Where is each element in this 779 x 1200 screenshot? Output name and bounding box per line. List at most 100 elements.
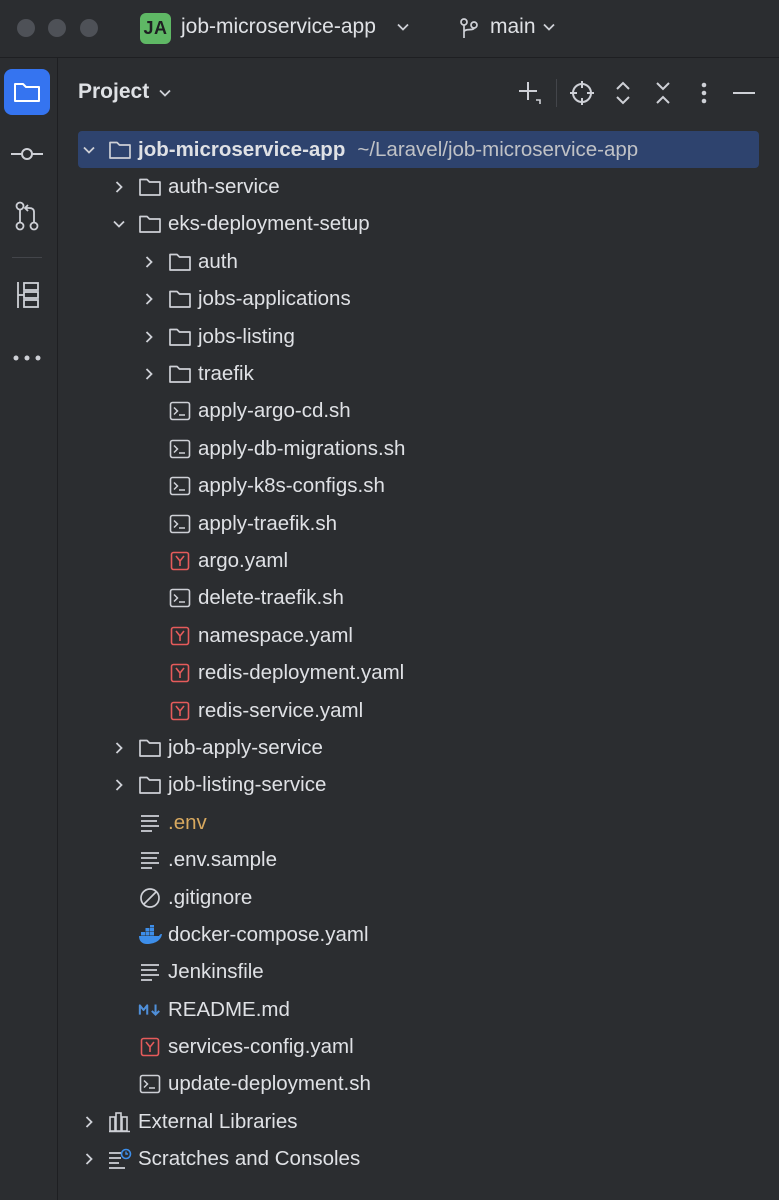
shell-script-icon: [168, 586, 192, 610]
tree-row[interactable]: namespace.yaml: [58, 617, 779, 654]
chevron-down-icon[interactable]: [78, 139, 100, 161]
tree-item-label: apply-k8s-configs.sh: [198, 474, 385, 498]
chevron-right-icon[interactable]: [108, 774, 130, 796]
chevron-down-icon[interactable]: [158, 86, 172, 100]
more-tool-windows-button[interactable]: [4, 335, 50, 381]
folder-icon: [138, 175, 162, 199]
tree-row[interactable]: README.md: [58, 991, 779, 1028]
folder-icon: [138, 736, 162, 760]
folder-icon: [14, 83, 40, 102]
project-badge[interactable]: JA: [140, 13, 171, 44]
tree-row[interactable]: jobs-applications: [58, 281, 779, 318]
project-tool-button[interactable]: [4, 69, 50, 115]
chevron-right-icon[interactable]: [108, 737, 130, 759]
tree-item-label: argo.yaml: [198, 548, 289, 572]
tree-row[interactable]: redis-deployment.yaml: [58, 654, 779, 691]
chevron-down-icon[interactable]: [396, 20, 410, 34]
external-libraries-icon: [108, 1110, 132, 1134]
shell-script-icon: [168, 399, 192, 423]
structure-icon: [17, 282, 39, 308]
folder-icon: [138, 773, 162, 797]
project-switcher[interactable]: job-microservice-app: [181, 15, 376, 38]
yaml-file-icon: [168, 549, 192, 573]
tree-item-label: .env.sample: [168, 848, 278, 872]
tree-row[interactable]: redis-service.yaml: [58, 692, 779, 729]
window-close-button[interactable]: [17, 19, 35, 37]
project-tree: job-microservice-app~/Laravel/job-micros…: [58, 131, 779, 1178]
chevron-down-icon[interactable]: [108, 213, 130, 235]
tree-item-label: job-apply-service: [168, 735, 323, 759]
tree-item-label: .env: [168, 810, 207, 834]
branch-switcher[interactable]: main: [490, 15, 536, 38]
tree-row[interactable]: .env: [58, 804, 779, 841]
tree-row[interactable]: services-config.yaml: [58, 1028, 779, 1065]
tree-row[interactable]: apply-traefik.sh: [58, 505, 779, 542]
tree-item-label: apply-traefik.sh: [198, 511, 338, 535]
shell-script-icon: [168, 474, 192, 498]
tree-item-label: eks-deployment-setup: [168, 212, 370, 236]
tree-row[interactable]: auth-service: [58, 168, 779, 205]
options-button[interactable]: [689, 78, 719, 108]
title-bar: JA job-microservice-app main: [0, 0, 779, 58]
tree-row[interactable]: job-listing-service: [58, 767, 779, 804]
tree-item-label: apply-argo-cd.sh: [198, 399, 351, 423]
tree-row[interactable]: auth: [58, 243, 779, 280]
chevron-right-icon[interactable]: [138, 363, 160, 385]
folder-icon: [138, 212, 162, 236]
yaml-file-icon: [168, 624, 192, 648]
tree-row[interactable]: .env.sample: [58, 841, 779, 878]
tree-row[interactable]: apply-db-migrations.sh: [58, 430, 779, 467]
tree-item-label: auth-service: [168, 175, 280, 199]
expand-all-button[interactable]: [608, 78, 638, 108]
options-icon: [701, 82, 707, 104]
project-panel: Project job-microservice-app~/Laravel/jo…: [58, 58, 779, 1200]
panel-title[interactable]: Project: [78, 80, 150, 103]
collapse-all-icon: [656, 82, 670, 104]
hide-panel-button[interactable]: [729, 78, 759, 108]
folder-icon: [168, 287, 192, 311]
chevron-right-icon[interactable]: [78, 1148, 100, 1170]
tree-row[interactable]: traefik: [58, 355, 779, 392]
tree-item-label: auth: [198, 249, 238, 273]
gitignore-icon: [138, 886, 162, 910]
tree-row[interactable]: job-microservice-app~/Laravel/job-micros…: [78, 131, 759, 169]
tree-item-label: apply-db-migrations.sh: [198, 436, 406, 460]
chevron-right-icon[interactable]: [78, 1111, 100, 1133]
yaml-file-icon: [138, 1035, 162, 1059]
commit-tool-button[interactable]: [4, 131, 50, 177]
folder-icon: [168, 325, 192, 349]
tree-row[interactable]: job-apply-service: [58, 729, 779, 766]
tree-row[interactable]: argo.yaml: [58, 542, 779, 579]
tree-item-label: namespace.yaml: [198, 623, 353, 647]
structure-tool-button[interactable]: [4, 272, 50, 318]
tree-row[interactable]: delete-traefik.sh: [58, 580, 779, 617]
tree-row[interactable]: Jenkinsfile: [58, 954, 779, 991]
tree-row[interactable]: apply-k8s-configs.sh: [58, 468, 779, 505]
markdown-icon: [138, 998, 162, 1022]
chevron-right-icon[interactable]: [138, 326, 160, 348]
docker-icon: [138, 923, 162, 947]
tree-row[interactable]: .gitignore: [58, 879, 779, 916]
commit-icon: [11, 148, 43, 160]
window-minimize-button[interactable]: [48, 19, 66, 37]
tree-row[interactable]: docker-compose.yaml: [58, 916, 779, 953]
tree-row[interactable]: jobs-listing: [58, 318, 779, 355]
tree-row[interactable]: eks-deployment-setup: [58, 206, 779, 243]
window-zoom-button[interactable]: [80, 19, 98, 37]
new-file-button[interactable]: [515, 78, 545, 108]
tree-row[interactable]: update-deployment.sh: [58, 1066, 779, 1103]
folder-icon: [168, 362, 192, 386]
chevron-right-icon[interactable]: [138, 251, 160, 273]
text-file-icon: [138, 811, 162, 835]
hide-icon: [733, 92, 755, 94]
locate-file-button[interactable]: [567, 78, 597, 108]
chevron-right-icon[interactable]: [108, 176, 130, 198]
tree-row[interactable]: Scratches and Consoles: [58, 1141, 779, 1178]
chevron-down-icon[interactable]: [542, 20, 556, 34]
collapse-all-button[interactable]: [648, 78, 678, 108]
tree-row[interactable]: apply-argo-cd.sh: [58, 393, 779, 430]
pull-requests-tool-button[interactable]: [4, 193, 50, 239]
chevron-right-icon[interactable]: [138, 288, 160, 310]
git-branch-icon[interactable]: [458, 17, 480, 41]
tree-row[interactable]: External Libraries: [58, 1103, 779, 1140]
